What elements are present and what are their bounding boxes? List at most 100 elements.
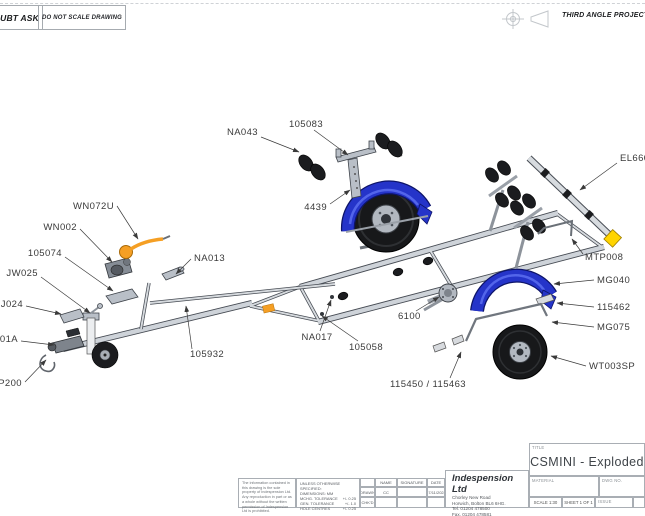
part-label-pj024: PJ024	[0, 299, 23, 310]
part-label-115462: 115462	[597, 302, 630, 313]
part-label-jw025: JW025	[6, 268, 38, 279]
part-label-105932: 105932	[190, 349, 224, 360]
post-4439	[347, 157, 362, 199]
leader-line-na013	[175, 258, 192, 275]
part-label-4439: 4439	[304, 202, 327, 213]
company-address-4: Fax. 01204 478581	[452, 512, 492, 516]
bracket-mtp008	[537, 219, 574, 237]
leader-line-cp200	[24, 359, 47, 383]
leader-line-4439	[329, 189, 351, 205]
issue-extra-cell	[633, 497, 645, 508]
part-label-na043: NA043	[227, 127, 258, 138]
company-block: Indespension Ltd Chorley New Road Horwic…	[445, 470, 529, 516]
leader-line-na043	[260, 136, 300, 153]
jockey-wheel	[82, 303, 119, 369]
part-label-el660: EL660	[620, 153, 645, 164]
no-scale-text: DO NOT SCALE DRAWING	[42, 14, 122, 21]
signature-header: SIGNATURE	[397, 478, 427, 487]
chkd-label: CHK'D	[360, 497, 375, 508]
coupling-assembly	[39, 308, 85, 373]
leader-line-na017	[319, 299, 332, 332]
if-in-doubt-box: OUBT ASK	[0, 5, 43, 30]
part-label-wn072u: WN072U	[73, 201, 114, 212]
projection-label: THIRD ANGLE PROJECT	[562, 12, 645, 19]
if-in-doubt-text: OUBT ASK	[0, 12, 39, 23]
signature-table: NAME SIGNATURE DATE DRAWN CC 27/11/2024 …	[360, 478, 445, 508]
tolerance-spec: UNLESS OTHERWISE SPECIFIED: DIMENSIONS: …	[296, 478, 360, 511]
exploded-fender	[470, 268, 557, 313]
part-label-115450: 115450 / 115463	[390, 379, 466, 390]
leader-line-mg040	[553, 279, 595, 286]
coupling-bracket	[59, 308, 85, 324]
part-label-mg075: MG075	[597, 322, 630, 333]
leader-line-001a	[20, 340, 55, 347]
leader-line-6100	[415, 296, 440, 312]
title-cell: TITLE CSMINI - Exploded	[529, 443, 645, 476]
keel-rollers	[337, 256, 434, 301]
part-label-wn002: WN002	[43, 222, 77, 233]
part-label-105083: 105083	[289, 119, 323, 130]
company-address-1: Chorley New Road	[452, 495, 491, 500]
company-name: Indespension Ltd	[452, 473, 514, 495]
part-label-001a: 001A	[0, 334, 18, 345]
scale-cell: SCALE 1:30	[529, 497, 562, 508]
dwg-no-cell: DWG NO.	[599, 476, 645, 497]
part-label-6100: 6100	[398, 311, 421, 322]
leader-line-pj024	[25, 305, 62, 316]
leader-line-105058	[321, 315, 359, 342]
breakaway-cable	[39, 354, 56, 373]
leader-line-115450	[449, 351, 462, 379]
part-label-105074: 105074	[28, 248, 62, 259]
part-labels: NA043 105083 4439 WN072U WN002 105074 NA013JW0…	[0, 119, 645, 390]
winch-post-plate	[105, 288, 139, 305]
copyright-note: The information contained in this drawin…	[238, 478, 296, 513]
company-address-2: Horwich, Bolton BL6 6HG.	[452, 500, 506, 506]
leader-line-el660	[579, 162, 618, 191]
drawn-date: 27/11/2024	[427, 487, 445, 497]
winch-strap-coil	[119, 245, 133, 259]
leader-line-wn002	[79, 228, 113, 263]
part-label-wt003sp: WT003SP	[589, 361, 635, 372]
roller-cluster-a	[485, 160, 521, 232]
leader-line-mg075	[551, 320, 595, 328]
part-label-cp200: CP200	[0, 378, 22, 389]
material-cell: MATERIAL	[529, 476, 599, 497]
part-label-na013: NA013	[194, 253, 225, 264]
issue-cell: ISSUE	[595, 497, 633, 508]
sheet-cell: SHEET 1 OF 1	[562, 497, 595, 508]
roller-cluster-b	[510, 193, 546, 269]
leader-line-105932	[184, 305, 193, 350]
winch-handle	[130, 237, 164, 251]
mounted-fender	[340, 180, 433, 233]
leader-line-115462	[556, 301, 595, 308]
part-label-na017: NA017	[301, 332, 332, 343]
tail-lamp	[603, 228, 623, 248]
mounted-wheel	[352, 185, 420, 253]
part-label-mg040: MG040	[597, 275, 630, 286]
part-label-mtp008: MTP008	[585, 252, 623, 263]
leader-line-wn072u	[116, 205, 139, 240]
date-header: DATE	[427, 478, 445, 487]
winch-assembly	[104, 235, 171, 330]
leader-line-jw025	[40, 276, 91, 314]
leader-line-105083	[313, 129, 349, 156]
roller-bracket-105083	[335, 140, 377, 199]
drawn-label: DRAWN	[360, 487, 375, 497]
leader-line-105074	[64, 256, 114, 292]
warning-sticker	[262, 303, 276, 314]
third-angle-projection-icon	[502, 9, 549, 29]
rod-mg075	[464, 302, 548, 342]
light-bar	[526, 155, 623, 248]
sheet-border-top	[0, 3, 645, 4]
no-scale-box: DO NOT SCALE DRAWING	[38, 5, 126, 30]
hub-6100	[423, 283, 458, 312]
leader-line-mtp008	[571, 238, 584, 255]
part-label-105058: 105058	[349, 342, 383, 353]
strip-115462	[535, 293, 555, 306]
name-header: NAME	[375, 478, 397, 487]
leader-line-wt003sp	[550, 355, 587, 367]
drawing-title: CSMINI - Exploded	[530, 454, 644, 469]
drawn-name: CC	[375, 487, 397, 497]
